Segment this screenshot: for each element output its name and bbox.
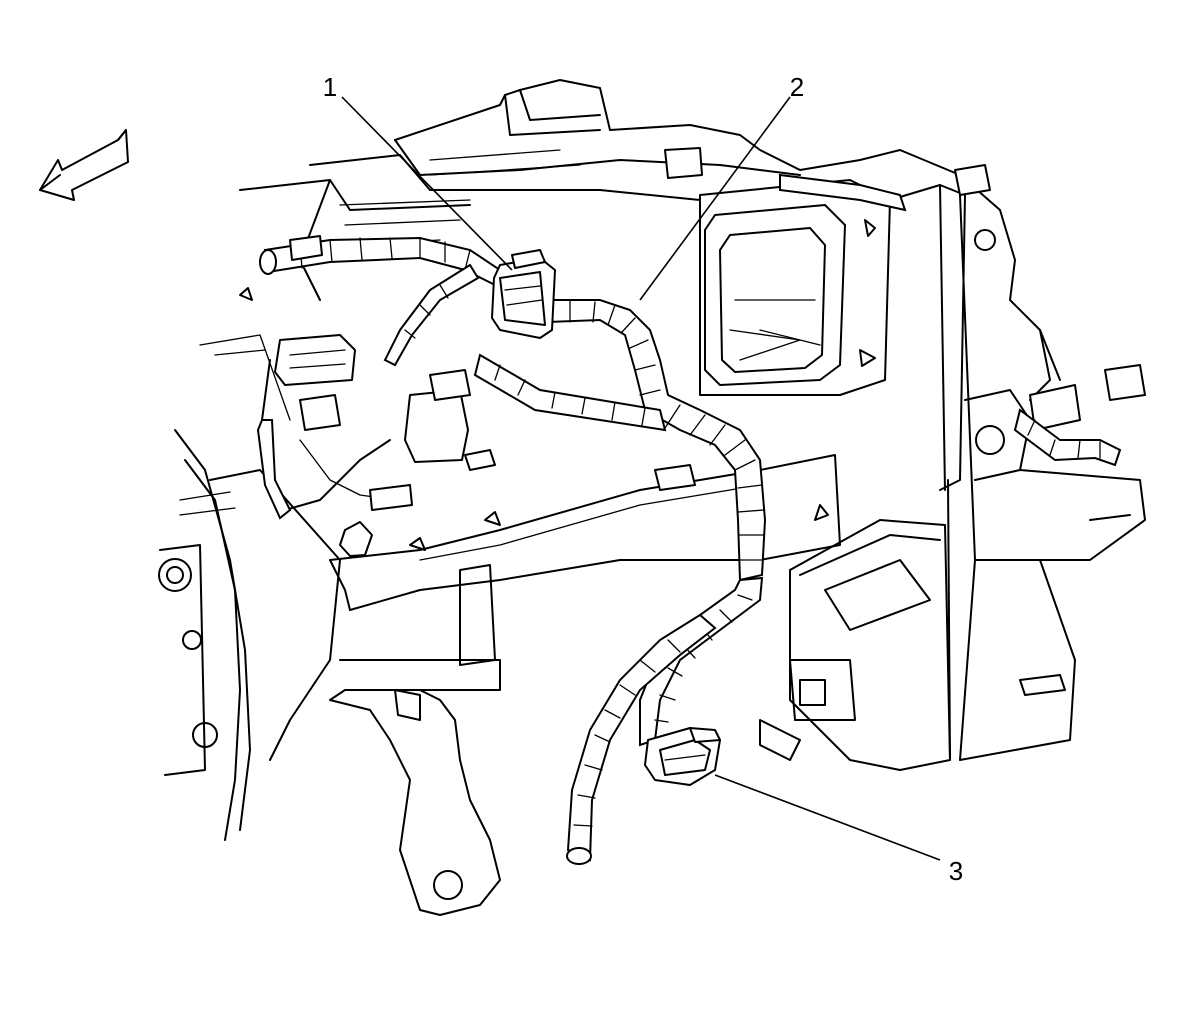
connector-1 — [491, 249, 556, 339]
callout-leaders — [341, 96, 941, 861]
connectors — [274, 147, 991, 786]
connector-3 — [644, 727, 721, 786]
leader-line-3 — [714, 774, 941, 861]
wiring-harness — [256, 173, 1122, 865]
callout-3: 3 — [949, 856, 963, 886]
callout-1: 1 — [323, 72, 337, 102]
front-direction-arrow-icon — [39, 129, 129, 201]
leader-line-1 — [341, 96, 513, 271]
leader-line-2 — [639, 96, 791, 301]
callout-2: 2 — [790, 72, 804, 102]
body-structure — [158, 79, 1146, 916]
